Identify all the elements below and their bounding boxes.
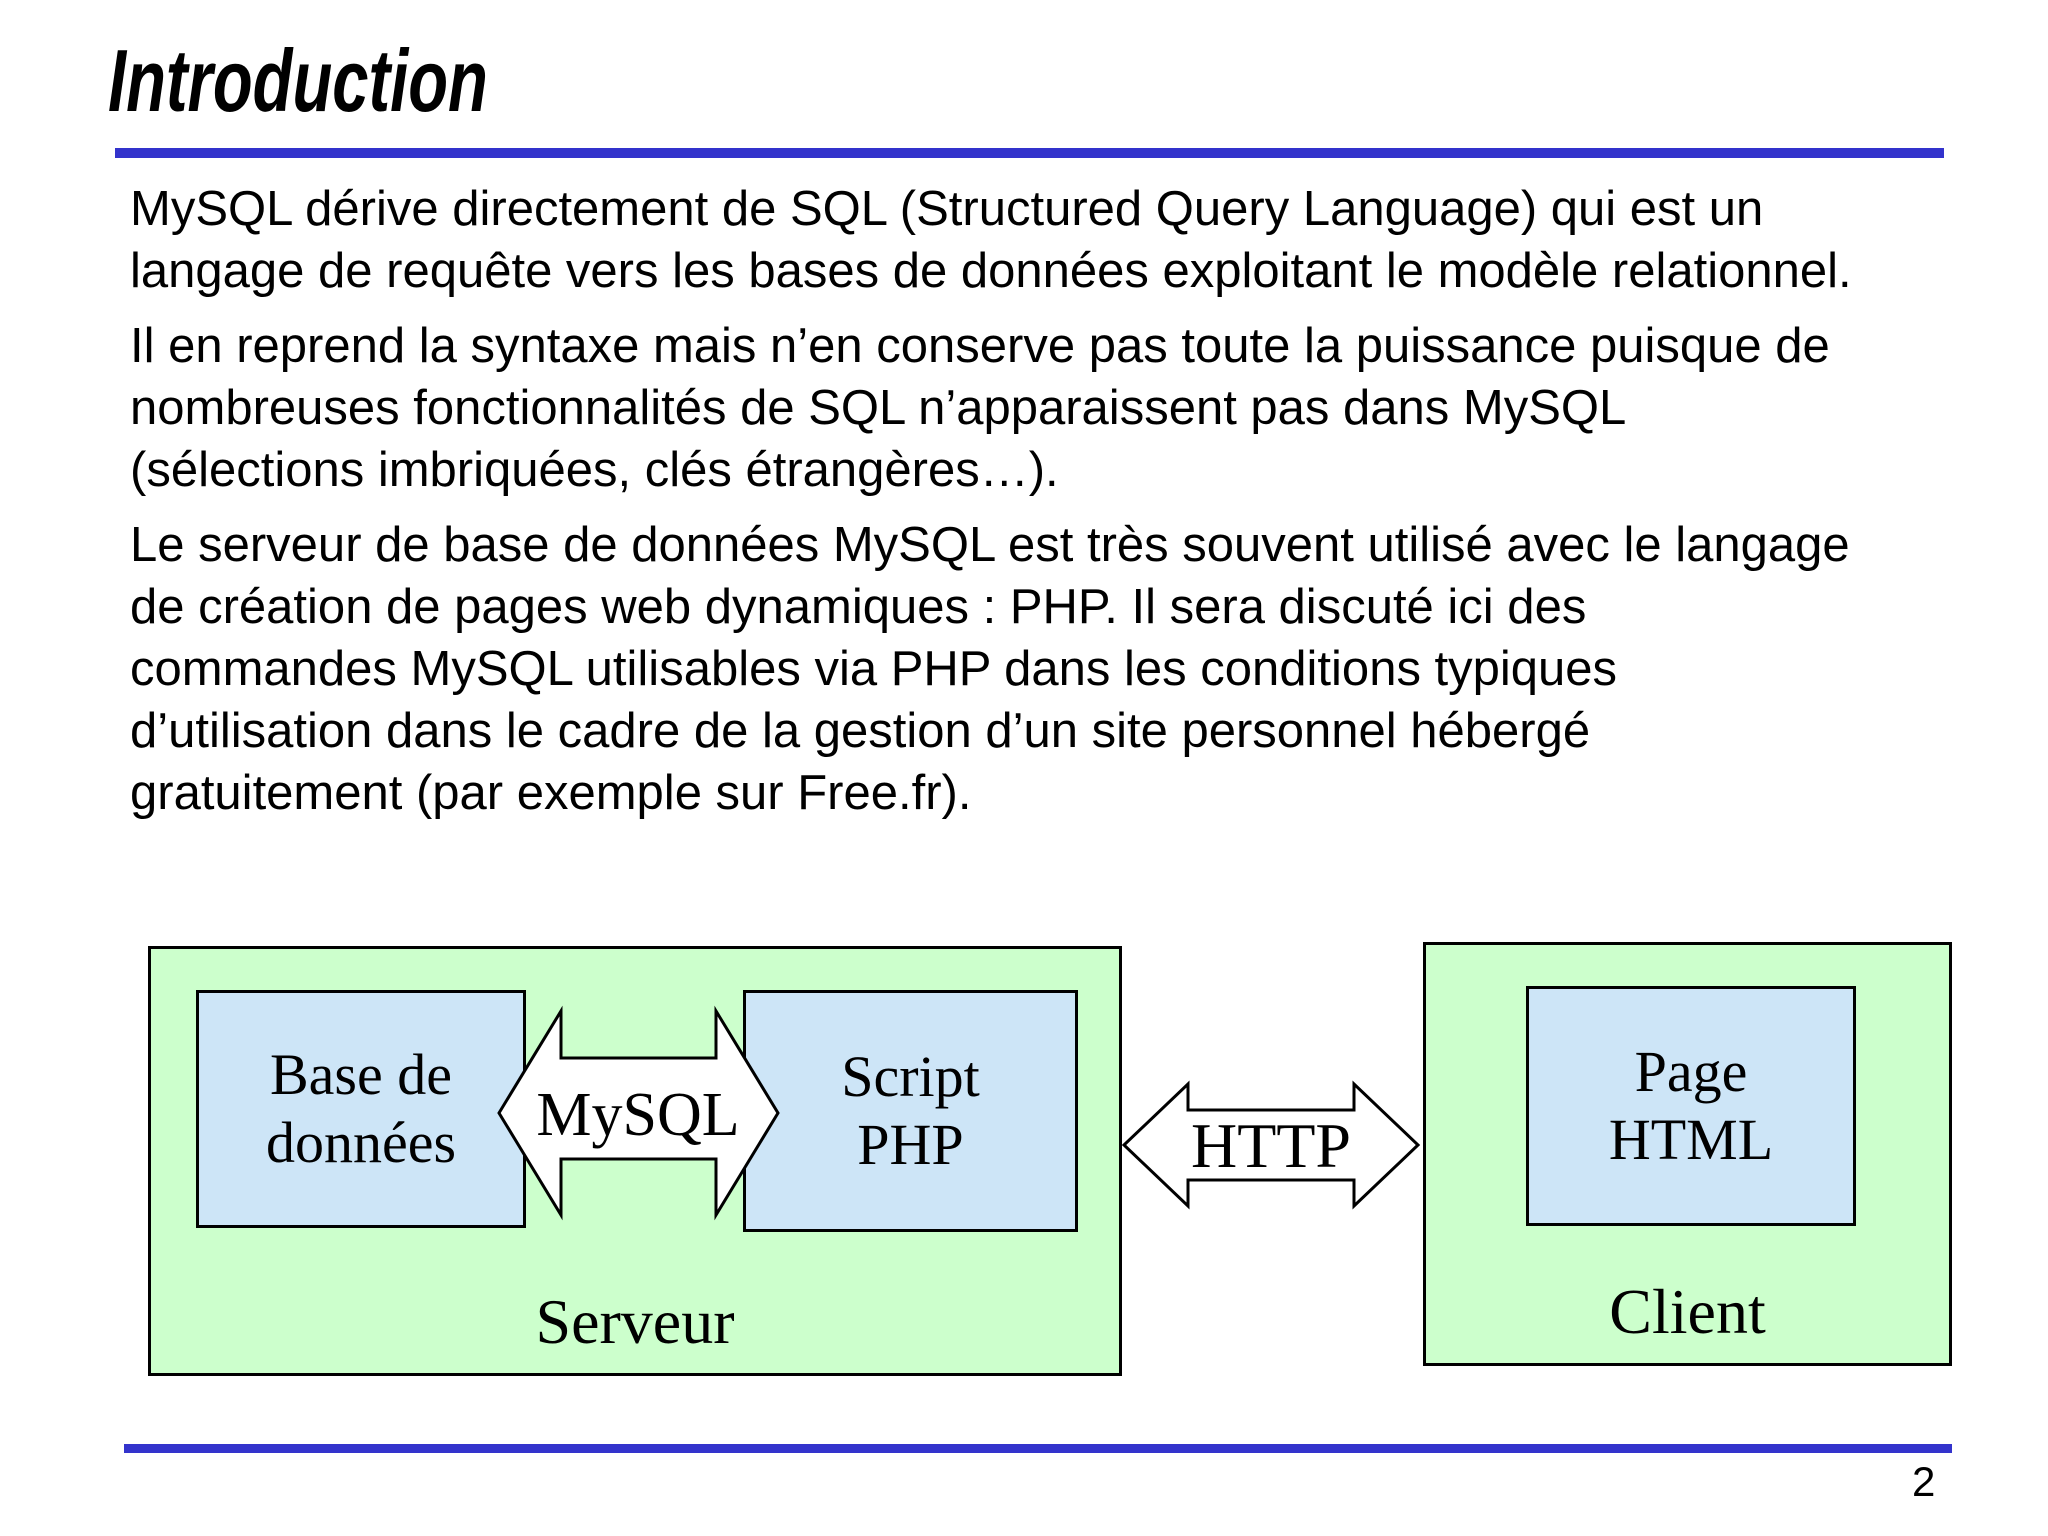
mysql-arrow-shape	[497, 1005, 780, 1221]
mysql-arrow-label: MySQL	[536, 1081, 739, 1149]
database-box: Base de données	[196, 990, 526, 1228]
paragraph-3: Le serveur de base de données MySQL est …	[130, 518, 1850, 820]
server-label: Serveur	[535, 1286, 735, 1357]
paragraph-2: Il en reprend la syntaxe mais n’en conse…	[130, 319, 1830, 497]
paragraph-1: MySQL dérive directement de SQL (Structu…	[130, 182, 1852, 298]
client-group-box: Page HTML Client	[1423, 942, 1952, 1366]
database-box-label: Base de données	[265, 1041, 457, 1175]
title-underline	[115, 148, 1944, 158]
http-double-arrow-icon: HTTP	[1121, 1080, 1421, 1210]
body-text: MySQL dérive directement de SQL (Structu…	[130, 178, 1970, 837]
http-arrow-shape	[1121, 1080, 1421, 1210]
slide-title: Introduction	[108, 31, 488, 130]
http-arrow-label: HTTP	[1191, 1110, 1351, 1181]
client-label: Client	[1609, 1276, 1766, 1347]
footer-rule	[124, 1444, 1952, 1453]
server-group-box: Base de données Script PHP Serveur	[148, 946, 1122, 1376]
html-page-box: Page HTML	[1526, 986, 1856, 1226]
page-number: 2	[1912, 1458, 1936, 1505]
mysql-double-arrow-icon: MySQL	[497, 1005, 780, 1221]
html-page-box-label: Page HTML	[1608, 1038, 1774, 1172]
php-script-box: Script PHP	[743, 990, 1078, 1232]
php-script-box-label: Script PHP	[841, 1043, 980, 1177]
